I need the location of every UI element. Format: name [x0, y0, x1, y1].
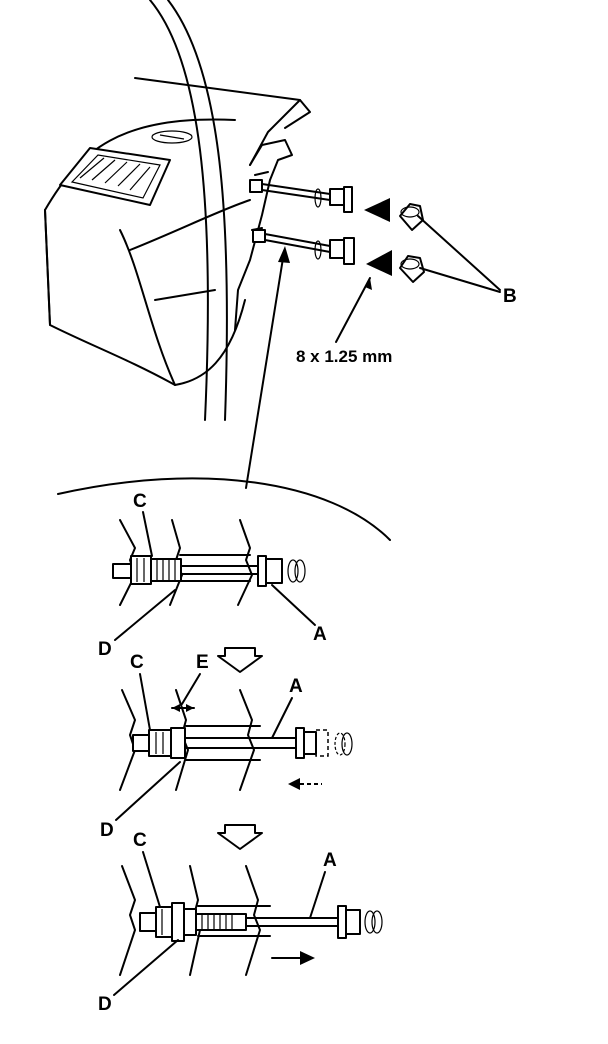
bolt-size-label: 8 x 1.25 mm [296, 347, 392, 366]
insert-arrow-lower [366, 250, 392, 276]
cap-upper [399, 203, 424, 231]
label-d-3: D [98, 994, 112, 1015]
detail-boundary-arc [57, 477, 391, 541]
leader-dimension [335, 277, 371, 343]
label-a-3: A [323, 850, 337, 871]
bolt-upper [249, 179, 353, 213]
label-c-3: C [133, 830, 147, 851]
step-arrow-2 [217, 824, 263, 850]
leader-b-upper [417, 215, 501, 291]
stage-1 [112, 519, 306, 606]
label-a-1: A [313, 624, 327, 645]
label-a-2: A [289, 676, 303, 697]
label-b: B [503, 286, 517, 307]
dashboard-assembly [44, 0, 311, 421]
stage-3 [119, 865, 383, 976]
label-d-2: D [100, 820, 114, 841]
leader-b-lower [419, 267, 501, 293]
step-arrow-1 [217, 647, 263, 673]
cap-lower [399, 255, 425, 283]
stage-2 [119, 689, 353, 791]
label-d-1: D [98, 639, 112, 660]
detail-pointer-arrow [245, 251, 285, 489]
label-c-2: C [130, 652, 144, 673]
label-c-1: C [133, 491, 147, 512]
bolt-lower [252, 229, 355, 265]
label-e: E [196, 652, 209, 673]
insert-arrow-upper [364, 198, 390, 222]
